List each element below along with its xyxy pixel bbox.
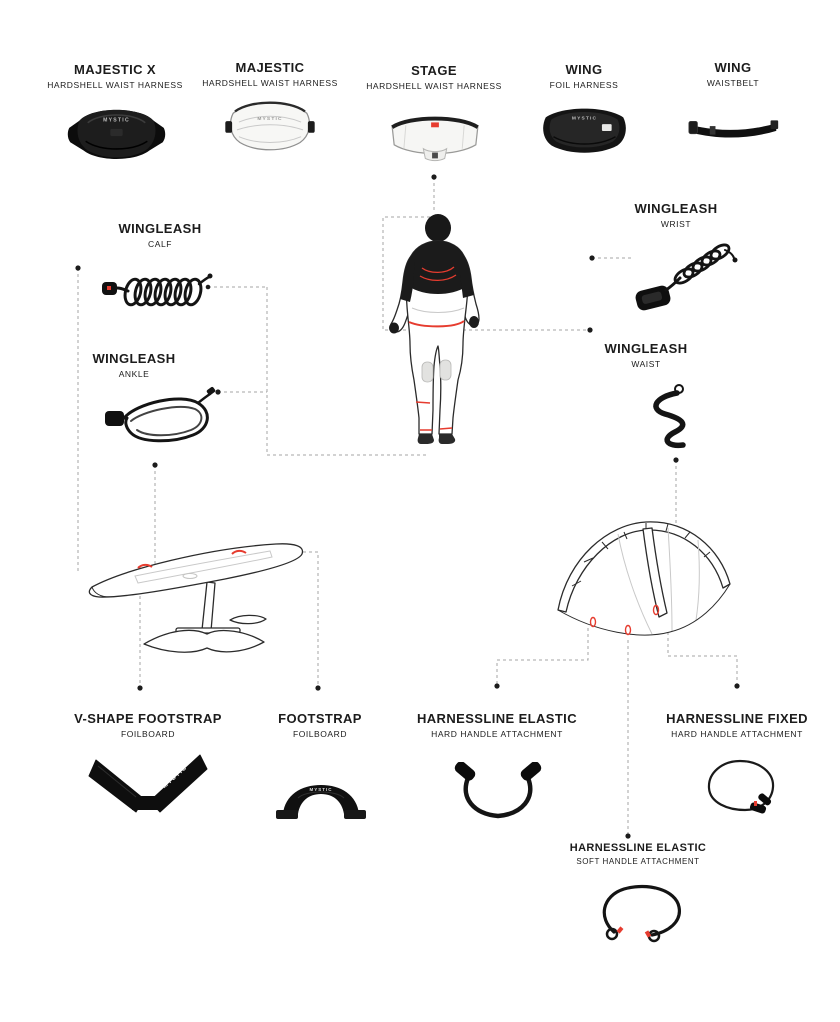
wingleash-wrist-image[interactable]	[630, 236, 740, 316]
product-title: WINGLEASH	[118, 221, 202, 236]
product-title: WING	[714, 60, 752, 75]
product-card-wingleash-waist[interactable]: WINGLEASH WAIST	[566, 341, 726, 369]
harnessline-elastic-soft-image[interactable]	[592, 880, 692, 944]
product-title: FOOTSTRAP	[278, 711, 362, 726]
connector-ankle-leash-to-board	[152, 462, 158, 575]
product-subtitle: HARDSHELL WAIST HARNESS	[47, 80, 183, 90]
connector-waist-leash-to-wing	[673, 457, 679, 528]
footstrap-image[interactable]: MYSTIC	[276, 778, 366, 820]
product-title: HARNESSLINE ELASTIC	[569, 842, 707, 854]
product-card-wingleash-wrist[interactable]: WINGLEASH WRIST	[596, 201, 756, 229]
product-title: HARNESSLINE ELASTIC	[416, 711, 577, 726]
product-title: HARNESSLINE FIXED	[666, 711, 808, 726]
majestic-harness-image[interactable]: MYSTIC	[222, 92, 318, 160]
product-subtitle: HARDSHELL WAIST HARNESS	[366, 81, 502, 91]
product-card-stage[interactable]: STAGE HARDSHELL WAIST HARNESS	[354, 63, 514, 91]
brand-logo: MYSTIC	[257, 116, 282, 122]
product-subtitle: SOFT HANDLE ATTACHMENT	[576, 857, 700, 866]
product-title: WINGLEASH	[604, 341, 688, 356]
connector-waist-leash	[382, 216, 593, 333]
product-subtitle: ANKLE	[118, 369, 150, 379]
product-subtitle: WAISTBELT	[706, 78, 760, 88]
product-subtitle: HARDSHELL WAIST HARNESS	[202, 78, 338, 88]
wing-drawing	[548, 510, 738, 658]
product-title: MAJESTIC X	[73, 62, 156, 77]
product-title: V-SHAPE FOOTSTRAP	[74, 711, 222, 726]
product-card-wing-waistbelt[interactable]: WING WAISTBELT	[653, 60, 813, 88]
majestic-x-harness-image[interactable]: MYSTIC	[65, 96, 168, 170]
product-subtitle: FOILBOARD	[120, 729, 176, 739]
harnessline-fixed-image[interactable]	[698, 756, 782, 820]
product-subtitle: FOIL HARNESS	[549, 80, 619, 90]
brand-logo: MYSTIC	[572, 115, 597, 121]
wingleash-waist-image[interactable]	[633, 382, 718, 452]
wing-waistbelt-image[interactable]	[687, 109, 781, 147]
connector-wrist-leash	[589, 255, 633, 261]
product-card-v-shape-footstrap[interactable]: V-SHAPE FOOTSTRAP FOILBOARD	[38, 711, 258, 739]
wingleash-calf-image[interactable]	[100, 262, 215, 317]
product-subtitle: FOILBOARD	[292, 729, 348, 739]
connector-wing-to-fixed	[667, 632, 740, 689]
connector-stage-to-wetsuit	[431, 174, 437, 211]
product-card-harnessline-elastic-hard[interactable]: HARNESSLINE ELASTIC HARD HANDLE ATTACHME…	[387, 711, 607, 739]
brand-logo: MYSTIC	[309, 787, 332, 792]
product-card-wingleash-ankle[interactable]: WINGLEASH ANKLE	[54, 351, 214, 379]
product-card-harnessline-fixed[interactable]: HARNESSLINE FIXED HARD HANDLE ATTACHMENT	[627, 711, 840, 739]
product-subtitle: CALF	[148, 239, 172, 249]
connector-wing-to-elastic-hard	[494, 628, 589, 689]
foilboard-drawing	[80, 524, 315, 674]
product-subtitle: HARD HANDLE ATTACHMENT	[671, 729, 803, 739]
product-card-wing-foil-harness[interactable]: WING FOIL HARNESS	[504, 62, 664, 90]
product-title: WINGLEASH	[92, 351, 176, 366]
product-title: WING	[565, 62, 603, 77]
product-title: WINGLEASH	[634, 201, 718, 216]
wingleash-ankle-image[interactable]	[103, 385, 218, 455]
connector-calf-leash-to-board	[75, 265, 81, 572]
product-card-harnessline-elastic-soft[interactable]: HARNESSLINE ELASTIC SOFT HANDLE ATTACHME…	[528, 842, 748, 866]
product-subtitle: WAIST	[631, 359, 661, 369]
product-card-wingleash-calf[interactable]: WINGLEASH CALF	[80, 221, 240, 249]
product-subtitle: WRIST	[660, 219, 692, 229]
product-subtitle: HARD HANDLE ATTACHMENT	[431, 729, 563, 739]
harnessline-elastic-hard-image[interactable]	[452, 762, 544, 824]
wing-foil-harness-image[interactable]: MYSTIC	[537, 98, 632, 160]
product-title: MAJESTIC	[235, 60, 305, 75]
connector-calf-ankle-to-suit	[205, 284, 428, 456]
stage-harness-image[interactable]	[386, 102, 484, 172]
wetsuit-figure	[378, 212, 503, 450]
product-title: STAGE	[411, 63, 457, 78]
brand-logo: MYSTIC	[103, 118, 130, 124]
v-shape-footstrap-image[interactable]: MYSTIC	[88, 752, 208, 820]
product-card-footstrap[interactable]: FOOTSTRAP FOILBOARD	[230, 711, 410, 739]
product-card-majestic[interactable]: MAJESTIC HARDSHELL WAIST HARNESS	[190, 60, 350, 88]
connector-wing-to-elastic-soft	[625, 640, 631, 839]
product-card-majestic-x[interactable]: MAJESTIC X HARDSHELL WAIST HARNESS	[35, 62, 195, 90]
